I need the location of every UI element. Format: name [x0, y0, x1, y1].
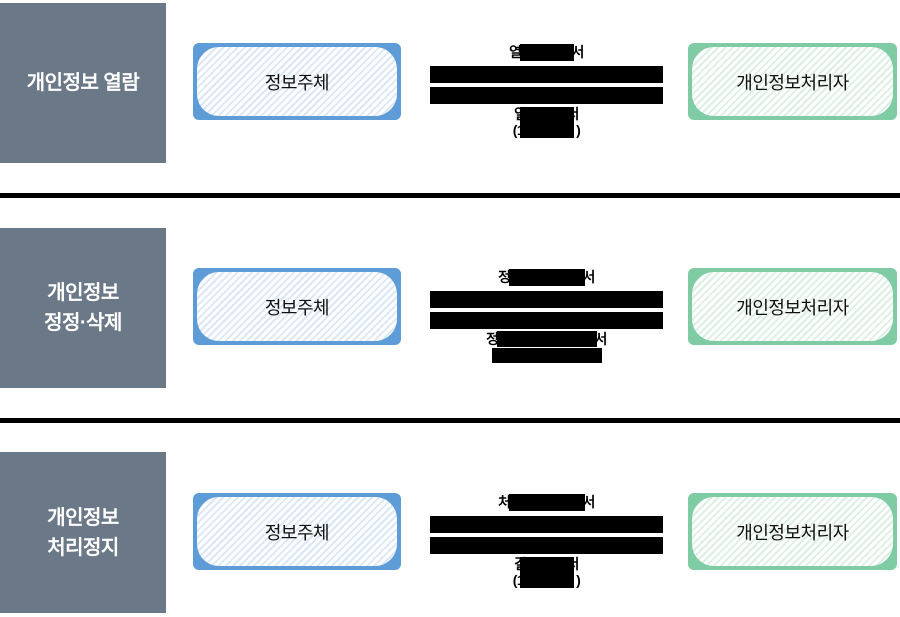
subject-label: 정보주체 [197, 272, 397, 341]
response-line-2: (1 ) [430, 122, 663, 138]
redaction-box [519, 107, 574, 138]
response-deadline-suffix: ) [576, 572, 581, 588]
processor-node: 개인정보처리자 [688, 493, 897, 570]
request-suffix: 서 [582, 269, 596, 285]
processor-node: 개인정보처리자 [688, 268, 897, 345]
request-doc-label: 처 서 [430, 493, 663, 511]
response-doc-label: 결 서 (1 ) [430, 556, 663, 589]
redaction-box [508, 493, 585, 511]
response-deadline-prefix: (1 [512, 122, 525, 138]
request-doc-label: 정 서 [430, 268, 663, 286]
category-line: 개인정보 열람 [26, 72, 140, 94]
request-suffix: 서 [582, 494, 596, 510]
category-label-open-access: 개인정보 열람 [0, 3, 166, 163]
arrow-bar-response [430, 312, 663, 329]
request-doc-label: 열 서 [430, 43, 663, 61]
arrow-bar-response [430, 87, 663, 104]
subject-node: 정보주체 [193, 43, 401, 120]
request-prefix: 열 [509, 44, 522, 60]
arrow-bar-request [430, 516, 663, 533]
response-line-2: (1 ) [430, 572, 663, 588]
redaction-box [491, 348, 602, 363]
response-prefix: 정 [486, 331, 499, 347]
category-line: 개인정보 [47, 282, 119, 304]
category-label-correction-deletion: 개인정보 정정·삭제 [0, 228, 166, 388]
category-line: 정정·삭제 [44, 312, 122, 334]
arrow-bar-request [430, 66, 663, 83]
category-line: 개인정보 [47, 506, 119, 529]
subject-node: 정보주체 [193, 268, 401, 345]
section-divider [0, 193, 900, 198]
redaction-box [519, 557, 574, 588]
subject-label: 정보주체 [197, 47, 397, 116]
subject-node: 정보주체 [193, 493, 401, 570]
processor-label: 개인정보처리자 [692, 497, 893, 566]
request-suffix: 서 [571, 44, 585, 60]
arrow-bar-response [430, 537, 663, 554]
request-prefix: 처 [498, 494, 511, 510]
response-doc-label: 정 서 [430, 331, 663, 364]
processor-node: 개인정보처리자 [688, 43, 897, 120]
response-line-1: 정 서 [430, 331, 663, 347]
redaction-box [519, 43, 574, 61]
processor-label: 개인정보처리자 [692, 47, 893, 116]
response-deadline-prefix: (1 [512, 572, 525, 588]
subject-label: 정보주체 [197, 497, 397, 566]
request-prefix: 정 [498, 269, 511, 285]
response-suffix: 서 [594, 331, 608, 347]
arrow-bar-request [430, 291, 663, 308]
section-divider [0, 418, 900, 423]
processor-label: 개인정보처리자 [692, 272, 893, 341]
redaction-box [496, 331, 597, 347]
category-line: 처리정지 [47, 536, 119, 559]
redaction-box [508, 268, 585, 286]
response-deadline-suffix: ) [576, 122, 581, 138]
category-label-processing-suspension: 개인정보 처리정지 [0, 452, 166, 613]
response-doc-label: 열 서 (1 ) [430, 106, 663, 139]
